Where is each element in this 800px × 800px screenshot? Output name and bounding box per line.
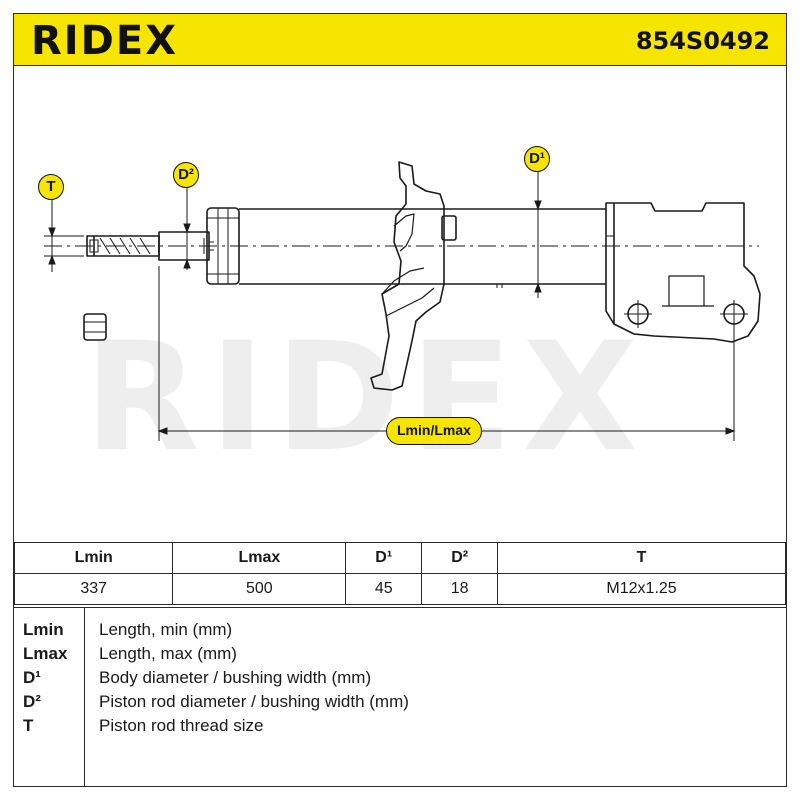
- legend-key: Lmin: [23, 620, 64, 639]
- shock-absorber-drawing: [44, 161, 761, 441]
- value-d1: 45: [345, 573, 423, 605]
- header-lmax: Lmax: [172, 542, 347, 574]
- knuckle-bracket: [605, 202, 761, 343]
- legend-key: T: [23, 716, 34, 735]
- length-label-badge: Lmin/Lmax: [386, 417, 482, 445]
- header-bar: RIDEX 854S0492: [14, 14, 786, 66]
- technical-drawing: RIDEX: [14, 66, 786, 542]
- legend-item: D² Piston rod diameter / bushing width (…: [14, 692, 786, 716]
- brand-logo: RIDEX: [31, 18, 179, 64]
- legend-key: D²: [23, 692, 41, 711]
- watermark-logo: RIDEX: [84, 311, 648, 485]
- header-t: T: [497, 542, 786, 574]
- legend: Lmin Length, min (mm) Lmax Length, max (…: [14, 607, 786, 787]
- part-number: 854S0492: [635, 27, 770, 55]
- legend-key: D¹: [23, 668, 41, 687]
- t-label-badge: T: [38, 174, 64, 200]
- value-t: M12x1.25: [497, 573, 786, 605]
- legend-desc: Piston rod diameter / bushing width (mm): [99, 692, 409, 711]
- legend-desc: Length, min (mm): [99, 620, 233, 639]
- legend-desc: Piston rod thread size: [99, 716, 264, 735]
- legend-desc: Length, max (mm): [99, 644, 237, 663]
- header-d1: D¹: [345, 542, 423, 574]
- header-d2: D²: [421, 542, 499, 574]
- spec-header-row: Lmin Lmax D¹ D² T: [13, 542, 786, 574]
- value-lmax: 500: [172, 573, 347, 605]
- damper-body: [239, 208, 606, 288]
- legend-desc: Body diameter / bushing width (mm): [99, 668, 372, 687]
- page-frame: [13, 13, 787, 787]
- nut: [83, 313, 107, 341]
- spec-table: Lmin Lmax D¹ D² T 337 500 45 18 M12x1.25: [13, 542, 786, 605]
- spec-value-row: 337 500 45 18 M12x1.25: [13, 573, 786, 605]
- legend-item: T Piston rod thread size: [14, 716, 786, 740]
- value-lmin: 337: [13, 573, 174, 605]
- legend-key: Lmax: [23, 644, 68, 663]
- header-lmin: Lmin: [13, 542, 174, 574]
- d2-label-badge: D²: [173, 162, 199, 188]
- spring-seat-bracket: [370, 161, 457, 391]
- value-d2: 18: [421, 573, 499, 605]
- legend-item: Lmax Length, max (mm): [14, 644, 786, 668]
- top-cap: [206, 207, 240, 285]
- legend-item: D¹ Body diameter / bushing width (mm): [14, 668, 786, 692]
- legend-item: Lmin Length, min (mm): [14, 620, 786, 644]
- d1-label-badge: D¹: [524, 146, 550, 172]
- legend-divider: [84, 608, 85, 787]
- piston-rod: [158, 231, 210, 261]
